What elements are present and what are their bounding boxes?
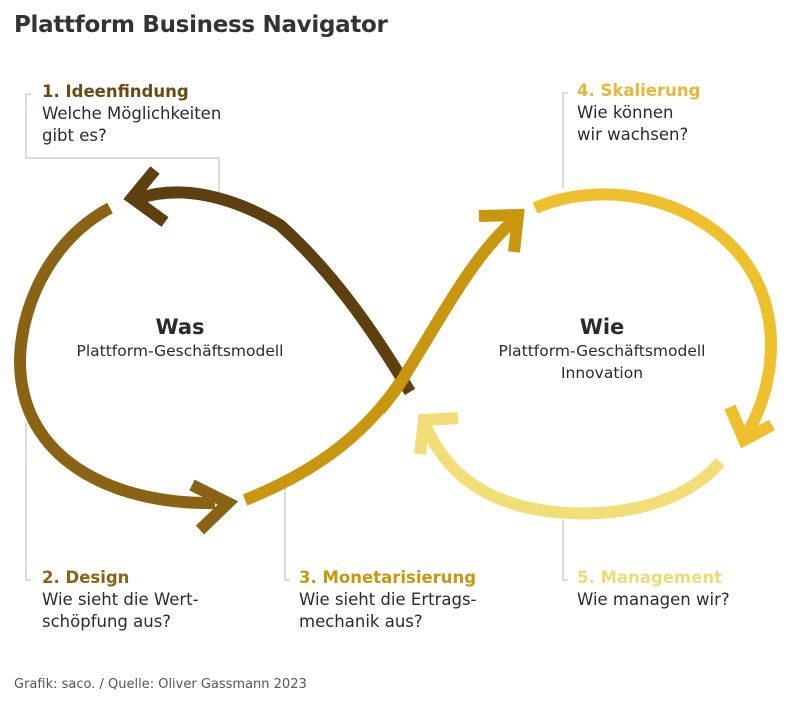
arrow-design [14,202,239,535]
step-question-line: Wie sieht die Ertrags- [299,590,477,609]
connector-step4 [562,92,568,188]
step-question-line: schöpfung aus? [42,612,172,631]
step-skalierung: 4. Skalierung Wie können wir wachsen? [577,80,700,146]
center-title: Wie [579,315,625,339]
step-heading: 4. Skalierung [577,81,701,100]
center-was: Was Plattform-Geschäftsmodell [40,314,320,362]
step-question-line: wir wachsen? [577,125,689,144]
center-subtitle: Plattform-Geschäftsmodell [498,342,706,360]
step-question-line: Wie sieht die Wert- [42,590,199,609]
step-question-line: Wie managen wir? [577,590,730,609]
step-heading: 3. Monetarisierung [299,568,477,587]
connector-step5 [562,520,568,581]
arrow-monetarisierung-overlap [375,367,414,414]
step-question-line: Wie können [577,103,674,122]
step-question-line: mechanik aus? [299,612,423,631]
step-ideenfindung: 1. Ideenfindung Welche Möglichkeiten gib… [42,81,221,147]
center-subtitle-2: Innovation [560,364,644,382]
center-wie: Wie Plattform-Geschäftsmodell Innovation [462,314,742,384]
center-subtitle: Plattform-Geschäftsmodell [76,342,284,360]
connector-lines [25,92,568,581]
arrow-skalierung [532,188,777,449]
step-question-line: Welche Möglichkeiten [42,104,222,123]
arrow-ideenfindung [123,166,416,396]
step-design: 2. Design Wie sieht die Wert- schöpfung … [42,567,199,633]
step-question-line: gibt es? [42,126,107,145]
connector-step2 [25,422,31,581]
connector-step1 [25,93,220,192]
step-heading: 1. Ideenfindung [42,82,189,101]
step-heading: 2. Design [42,568,130,587]
arrow-management [414,412,725,520]
center-title: Was [155,315,205,339]
step-heading: 5. Management [577,568,722,587]
step-management: 5. Management Wie managen wir? [577,567,730,611]
diagram-title: Plattform Business Navigator [14,12,388,38]
step-monetarisierung: 3. Monetarisierung Wie sieht die Ertrags… [299,567,477,633]
source-credit: Grafik: saco. / Quelle: Oliver Gassmann … [14,677,307,692]
connector-step3 [284,488,290,581]
